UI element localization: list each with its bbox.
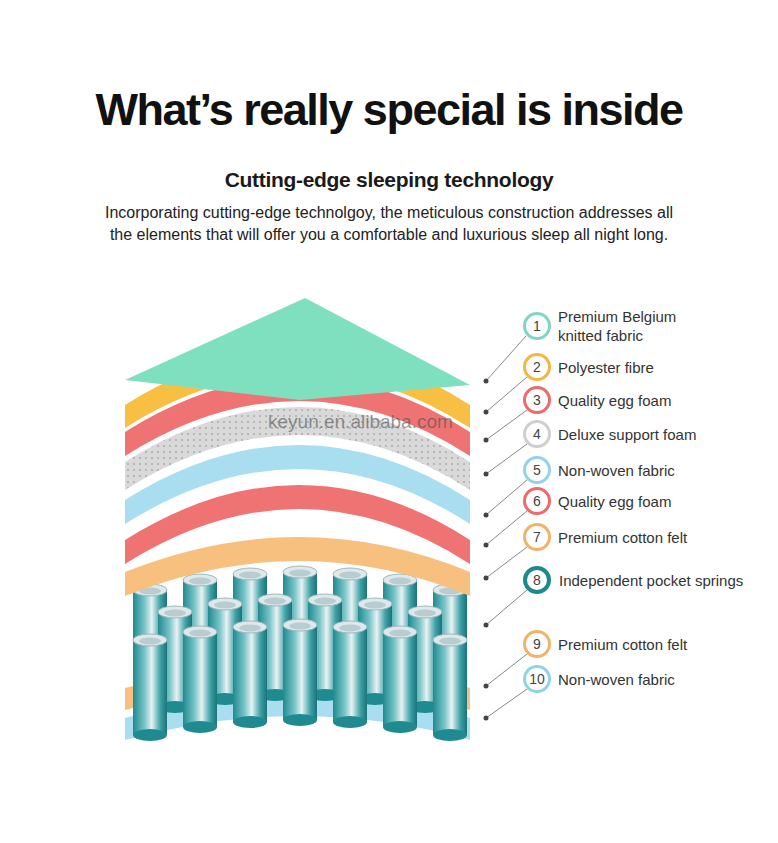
part-name: Quality egg foam — [558, 492, 671, 511]
callout-circle: 9Premium cotton felt — [523, 630, 551, 658]
felt-layer — [125, 537, 470, 596]
callout-number: 5 — [526, 459, 548, 481]
part-name: Polyester fibre — [558, 358, 654, 377]
callout-number: 3 — [526, 389, 548, 411]
part-name: Premium cotton felt — [558, 635, 687, 654]
part-name: Non-woven fabric — [558, 670, 675, 689]
callout-number: 6 — [526, 490, 548, 512]
leader-lines — [484, 336, 528, 721]
callout-circle: 2Polyester fibre — [523, 353, 551, 381]
subtitle: Cutting-edge sleeping technology — [0, 168, 778, 192]
callout-number: 1 — [526, 315, 548, 337]
egg-foam-layer — [125, 485, 470, 564]
callout-number: 10 — [526, 668, 548, 690]
callout-number: 7 — [526, 526, 548, 548]
callout-circle: 8Independent pocket springs — [523, 566, 551, 594]
callout-number: 9 — [526, 633, 548, 655]
fabric-layer — [125, 298, 470, 400]
callout-number: 8 — [527, 570, 547, 590]
callout-circle: 10Non-woven fabric — [523, 665, 551, 693]
intro-text: Incorporating cutting-edge technolgoy, t… — [100, 202, 678, 246]
callout-circle: 7Premium cotton felt — [523, 523, 551, 551]
part-name: Premium Belgium knitted fabric — [558, 307, 698, 345]
part-name: Quality egg foam — [558, 391, 671, 410]
pocket-springs — [133, 566, 467, 741]
callout-circle: 4Deluxe support foam — [523, 420, 551, 448]
part-name: Non-woven fabric — [558, 461, 675, 480]
callout-circle: 5Non-woven fabric — [523, 456, 551, 484]
watermark: keyun.en.alibaba.com — [268, 411, 453, 433]
part-name: Independent pocket springs — [559, 571, 743, 590]
callout-circle: 6Quality egg foam — [523, 487, 551, 515]
page-title: What’s really special is inside — [0, 84, 778, 136]
callout-number: 2 — [526, 356, 548, 378]
callout-number: 4 — [526, 423, 548, 445]
part-name: Premium cotton felt — [558, 528, 687, 547]
callout-circle: 3Quality egg foam — [523, 386, 551, 414]
part-name: Deluxe support foam — [558, 425, 696, 444]
callout-circle: 1Premium Belgium knitted fabric — [523, 312, 551, 340]
